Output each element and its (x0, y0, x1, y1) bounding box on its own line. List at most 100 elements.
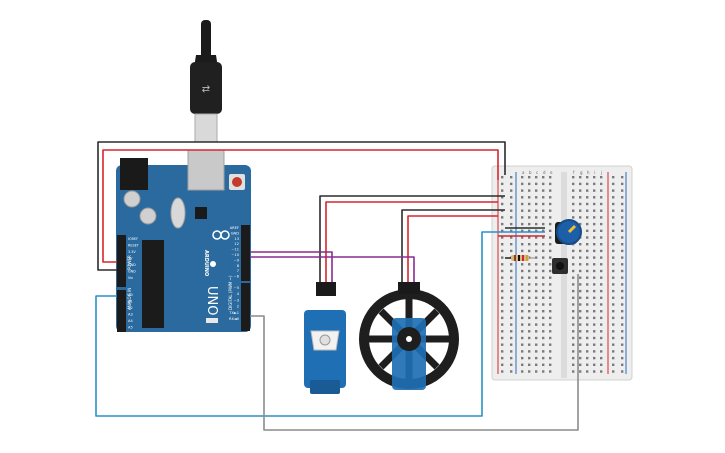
breadboard-hole[interactable] (600, 263, 603, 266)
breadboard-hole[interactable] (535, 310, 538, 313)
breadboard-hole[interactable] (535, 196, 538, 199)
breadboard-hole[interactable] (501, 243, 504, 246)
breadboard-hole[interactable] (521, 236, 524, 239)
breadboard-hole[interactable] (593, 323, 596, 326)
breadboard-hole[interactable] (535, 243, 538, 246)
breadboard-hole[interactable] (579, 189, 582, 192)
breadboard-hole[interactable] (528, 249, 531, 253)
breadboard-hole[interactable] (621, 289, 624, 293)
breadboard-hole[interactable] (549, 370, 552, 373)
breadboard-hole[interactable] (586, 263, 589, 266)
breadboard-hole[interactable] (600, 182, 603, 186)
wire-gnd-top[interactable] (97, 141, 506, 271)
breadboard-hole[interactable] (621, 323, 624, 326)
breadboard-hole[interactable] (621, 236, 624, 239)
breadboard-hole[interactable] (501, 222, 504, 226)
breadboard-hole[interactable] (612, 216, 615, 219)
breadboard-hole[interactable] (521, 296, 524, 299)
breadboard-hole[interactable] (521, 316, 524, 320)
breadboard-hole[interactable] (593, 370, 596, 373)
push-button[interactable] (552, 258, 568, 274)
breadboard-hole[interactable] (521, 176, 524, 179)
breadboard-hole[interactable] (528, 336, 531, 340)
breadboard-hole[interactable] (600, 249, 603, 253)
breadboard-hole[interactable] (579, 269, 582, 273)
breadboard-hole[interactable] (510, 222, 513, 226)
breadboard-hole[interactable] (612, 189, 615, 192)
breadboard-hole[interactable] (542, 216, 545, 219)
breadboard-hole[interactable] (535, 222, 538, 226)
breadboard-hole[interactable] (579, 216, 582, 219)
breadboard-hole[interactable] (572, 330, 575, 333)
breadboard-hole[interactable] (510, 323, 513, 326)
breadboard-hole[interactable] (535, 202, 538, 206)
breadboard-hole[interactable] (621, 209, 624, 212)
breadboard-hole[interactable] (586, 222, 589, 226)
breadboard-hole[interactable] (535, 303, 538, 306)
breadboard-hole[interactable] (621, 343, 624, 346)
breadboard-hole[interactable] (572, 182, 575, 186)
breadboard-hole[interactable] (549, 283, 552, 286)
breadboard-hole[interactable] (600, 370, 603, 373)
breadboard-hole[interactable] (621, 216, 624, 219)
breadboard-hole[interactable] (549, 202, 552, 206)
breadboard-hole[interactable] (549, 336, 552, 340)
breadboard-hole[interactable] (501, 289, 504, 293)
breadboard-hole[interactable] (586, 356, 589, 360)
breadboard-hole[interactable] (535, 350, 538, 353)
breadboard-hole[interactable] (510, 236, 513, 239)
breadboard-hole[interactable] (501, 296, 504, 299)
breadboard-hole[interactable] (612, 336, 615, 340)
breadboard-hole[interactable] (542, 316, 545, 320)
wire-servo2-signal[interactable] (250, 256, 415, 282)
breadboard-hole[interactable] (612, 296, 615, 299)
breadboard-hole[interactable] (586, 236, 589, 239)
breadboard-hole[interactable] (549, 243, 552, 246)
breadboard-hole[interactable] (501, 236, 504, 239)
breadboard-hole[interactable] (521, 356, 524, 360)
breadboard-hole[interactable] (600, 256, 603, 259)
breadboard-hole[interactable] (501, 330, 504, 333)
breadboard-hole[interactable] (593, 316, 596, 320)
breadboard-hole[interactable] (586, 330, 589, 333)
breadboard-hole[interactable] (586, 316, 589, 320)
breadboard-hole[interactable] (542, 236, 545, 239)
breadboard-hole[interactable] (542, 256, 545, 259)
breadboard-hole[interactable] (549, 209, 552, 212)
breadboard-hole[interactable] (535, 323, 538, 326)
breadboard-hole[interactable] (579, 202, 582, 206)
breadboard-hole[interactable] (621, 356, 624, 360)
breadboard-hole[interactable] (549, 343, 552, 346)
breadboard-hole[interactable] (621, 310, 624, 313)
breadboard-hole[interactable] (572, 202, 575, 206)
breadboard-hole[interactable] (593, 189, 596, 192)
breadboard-hole[interactable] (579, 276, 582, 279)
breadboard-hole[interactable] (501, 189, 504, 192)
breadboard-hole[interactable] (510, 296, 513, 299)
breadboard-hole[interactable] (521, 269, 524, 273)
breadboard-hole[interactable] (501, 202, 504, 206)
breadboard-hole[interactable] (621, 249, 624, 253)
breadboard-hole[interactable] (600, 216, 603, 219)
breadboard-hole[interactable] (621, 316, 624, 320)
breadboard-hole[interactable] (501, 283, 504, 286)
breadboard-hole[interactable] (612, 310, 615, 313)
breadboard-hole[interactable] (510, 303, 513, 306)
breadboard-hole[interactable] (521, 189, 524, 192)
breadboard-hole[interactable] (542, 229, 545, 232)
breadboard-hole[interactable] (579, 196, 582, 199)
breadboard-hole[interactable] (501, 249, 504, 253)
breadboard-hole[interactable] (501, 370, 504, 373)
breadboard-hole[interactable] (600, 310, 603, 313)
breadboard-hole[interactable] (600, 289, 603, 293)
wire-pot-signal[interactable] (95, 231, 545, 417)
breadboard-hole[interactable] (579, 296, 582, 299)
breadboard-hole[interactable] (612, 256, 615, 259)
breadboard-hole[interactable] (600, 222, 603, 226)
breadboard-hole[interactable] (593, 269, 596, 273)
breadboard-hole[interactable] (593, 196, 596, 199)
breadboard-hole[interactable] (521, 222, 524, 226)
breadboard-hole[interactable] (510, 363, 513, 366)
arduino-uno-board[interactable]: ANALOG IN POWER DIGITAL (PWM ~) ARDUINO … (116, 149, 251, 332)
breadboard-hole[interactable] (586, 363, 589, 366)
